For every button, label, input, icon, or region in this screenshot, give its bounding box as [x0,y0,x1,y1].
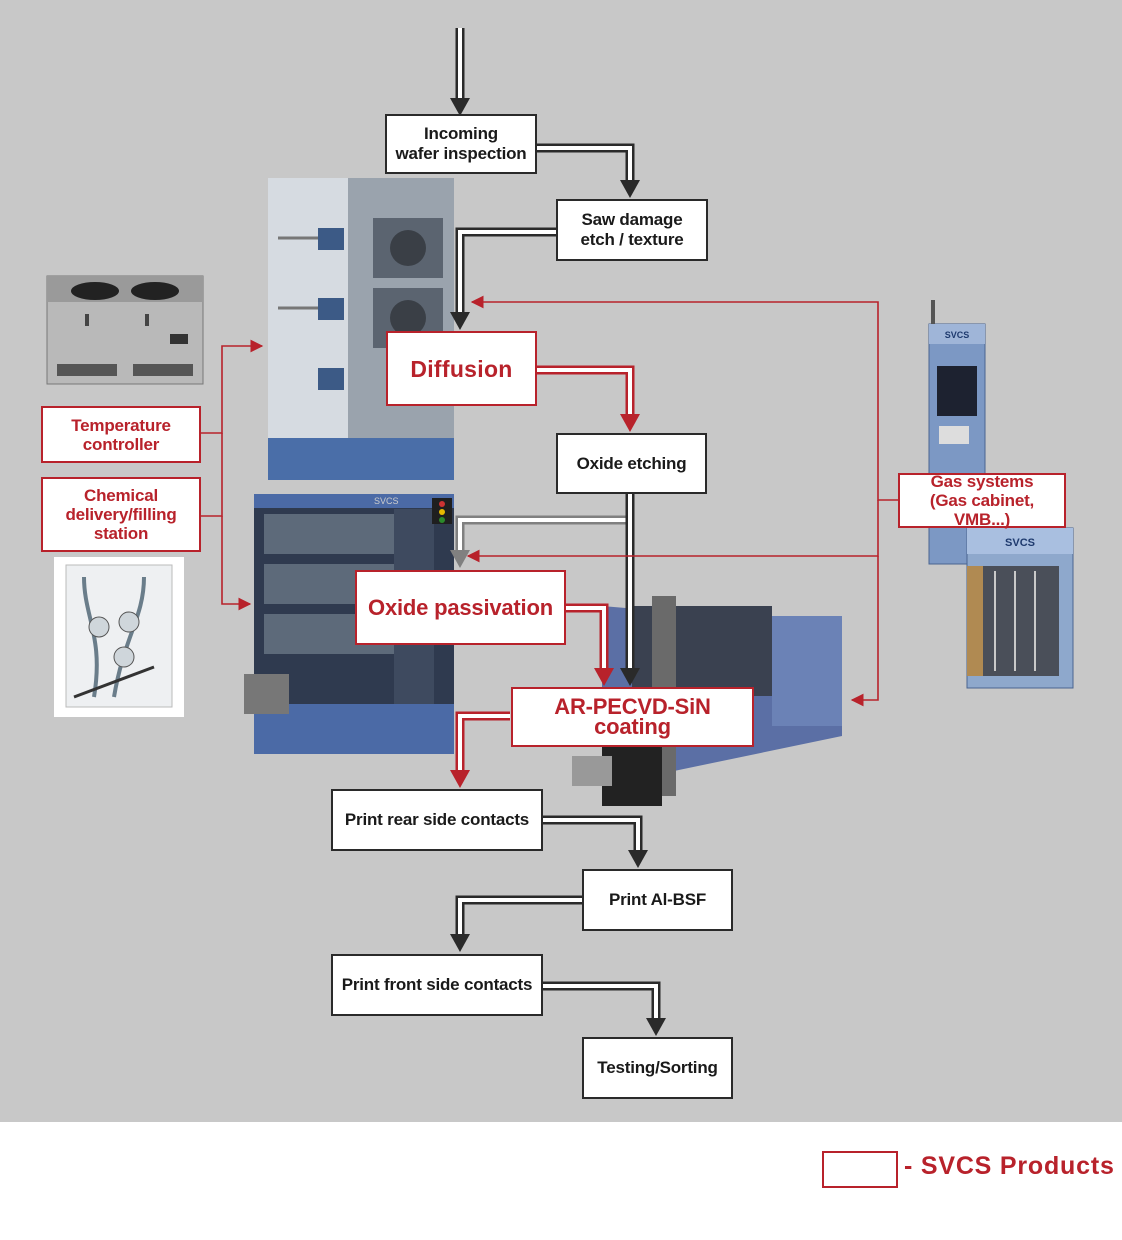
gas-systems-photo: SVCS SVCS [915,296,1075,691]
arrow-incoming-to-saw [536,143,640,198]
arrow-top-entry [450,28,470,116]
arrow-pecvd-to-print-rear [450,711,510,788]
arrow-oxide-etch-to-passivation [450,494,635,568]
step-print-rear-side-contacts: Print rear side contacts [331,789,543,851]
step-ar-pecvd-sin-coating: AR-PECVD-SiN coating [511,687,754,747]
diffusion-furnace-photo [268,178,454,480]
arrow-print-rear-to-al-bsf [542,815,648,868]
label-chemical-delivery-station: Chemical delivery/filling station [41,477,201,552]
svg-text:SVCS: SVCS [1005,537,1035,549]
gas-systems-supply-line [466,295,898,707]
step-testing-sorting: Testing/Sorting [582,1037,733,1099]
step-oxide-passivation: Oxide passivation [355,570,566,645]
svg-text:SVCS: SVCS [374,496,399,506]
arrow-print-front-to-testing [542,981,666,1036]
label-gas-systems: Gas systems (Gas cabinet, VMB...) [898,472,1066,529]
legend-swatch [822,1151,898,1188]
arrow-diffusion-to-oxide-etch [536,365,640,432]
chemical-delivery-station-photo [54,557,184,717]
step-incoming-wafer-inspection: Incoming wafer inspection [385,114,537,174]
label-temperature-controller: Temperature controller [41,406,201,463]
legend-label: - SVCS Products [904,1152,1115,1180]
arrow-saw-to-diffusion [450,227,556,330]
arrow-oxide-etch-to-pecvd [620,494,640,686]
temperature-controller-photo [45,274,205,386]
step-diffusion: Diffusion [386,331,537,406]
step-print-al-bsf: Print Al-BSF [582,869,733,931]
step-print-front-side-contacts: Print front side contacts [331,954,543,1016]
flow-arrows [201,28,898,1036]
step-oxide-etching: Oxide etching [556,433,707,494]
temp-controller-supply-line [201,339,264,611]
svg-text:SVCS: SVCS [945,330,970,340]
arrow-al-bsf-to-print-front [450,895,582,952]
arrow-passivation-to-pecvd [566,603,614,686]
step-saw-damage-etch: Saw damage etch / texture [556,199,708,261]
diagram-canvas: SVCS SVCS SVCS [0,0,1122,1122]
